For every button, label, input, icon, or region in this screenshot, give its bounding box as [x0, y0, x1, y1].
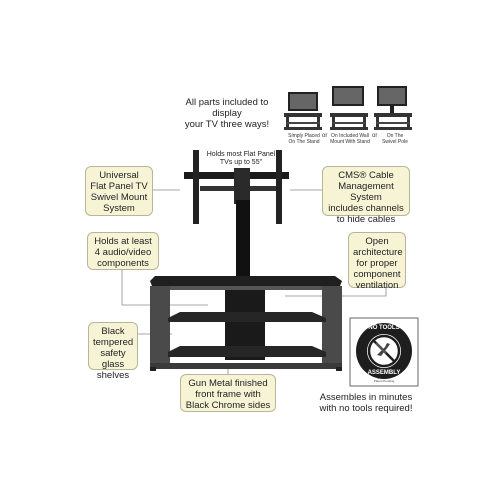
callout-components: Holds at least 4 audio/video components: [87, 232, 159, 270]
badge-small-text: Patent Pending: [373, 379, 395, 383]
callout-line: safety glass: [100, 348, 126, 370]
badge-bottom-text: ASSEMBLY: [367, 370, 401, 376]
mode-caption-line: On Included Wall: [331, 133, 369, 139]
callout-line: Holds at least: [94, 236, 152, 247]
callout-cable-management: CMS® Cable Management System includes ch…: [322, 166, 410, 225]
callout-line: ventilation: [355, 280, 399, 291]
callout-line: architecture: [353, 247, 403, 258]
mode-caption-line: Mount With Stand: [330, 139, 370, 145]
holds-tv-line-1: Holds most Flat Panel: [206, 151, 276, 158]
callout-line: includes channels: [328, 203, 404, 214]
callout-line: CMS® Cable: [338, 170, 394, 181]
assembles-text: Assembles in minutes with no tools requi…: [316, 392, 416, 414]
callout-line: Swivel Mount: [90, 192, 148, 203]
tv-stand-drawing: [150, 150, 342, 371]
callout-line: shelves: [96, 370, 130, 381]
callout-line: for proper: [356, 258, 398, 269]
callout-line: front frame with: [195, 389, 261, 400]
mode-caption-wall: On Included Wall Mount With Stand: [325, 133, 375, 145]
callout-ventilation: Open architecture for proper component v…: [348, 232, 406, 291]
callout-line: Gun Metal finished: [188, 378, 268, 389]
callout-glass-shelves: Black tempered safety glass shelves: [88, 322, 138, 381]
mode-caption-stand: Simply Placed On The Stand: [282, 133, 326, 145]
callout-line: Black Chrome sides: [185, 400, 271, 411]
mode-caption-swivel: On The Swivel Pole: [375, 133, 415, 145]
mode-caption-line: Swivel Pole: [382, 139, 408, 145]
no-tools-badge: [349, 317, 419, 387]
assembles-line-1: Assembles in minutes: [319, 392, 413, 403]
mode-thumbnail-swivel: [374, 86, 412, 130]
callout-frame-finish: Gun Metal finished front frame with Blac…: [180, 374, 276, 412]
header-text: All parts included to display your TV th…: [172, 97, 282, 130]
assembles-line-2: with no tools required!: [319, 403, 413, 414]
callout-line: tempered: [93, 337, 134, 348]
callout-line: Black: [101, 326, 125, 337]
callout-line: components: [97, 258, 149, 269]
mode-thumbnail-stand: [284, 92, 322, 130]
callout-line: Management System: [338, 181, 394, 203]
callout-line: Open: [365, 236, 389, 247]
callout-line: System: [103, 203, 135, 214]
header-line-1: All parts included to display: [185, 97, 269, 119]
callout-line: Universal: [99, 170, 139, 181]
mode-thumbnail-wall: [330, 86, 368, 130]
or-label: or: [372, 133, 378, 139]
callout-line: to hide cables: [336, 214, 396, 225]
header-line-2: your TV three ways!: [184, 119, 270, 130]
holds-tv-text: Holds most Flat Panel TVs up to 55": [196, 151, 286, 167]
callout-line: 4 audio/video: [94, 247, 152, 258]
mode-caption-line: On The: [386, 133, 404, 139]
callout-swivel-mount: Universal Flat Panel TV Swivel Mount Sys…: [85, 166, 153, 216]
callout-line: Flat Panel TV: [90, 181, 148, 192]
badge-top-text: NO TOOLS: [368, 325, 400, 331]
or-label: or: [322, 133, 328, 139]
callout-line: component: [353, 269, 401, 280]
mode-caption-line: Simply Placed: [288, 133, 320, 139]
holds-tv-line-2: TVs up to 55": [219, 159, 263, 166]
mode-caption-line: On The Stand: [288, 139, 320, 145]
